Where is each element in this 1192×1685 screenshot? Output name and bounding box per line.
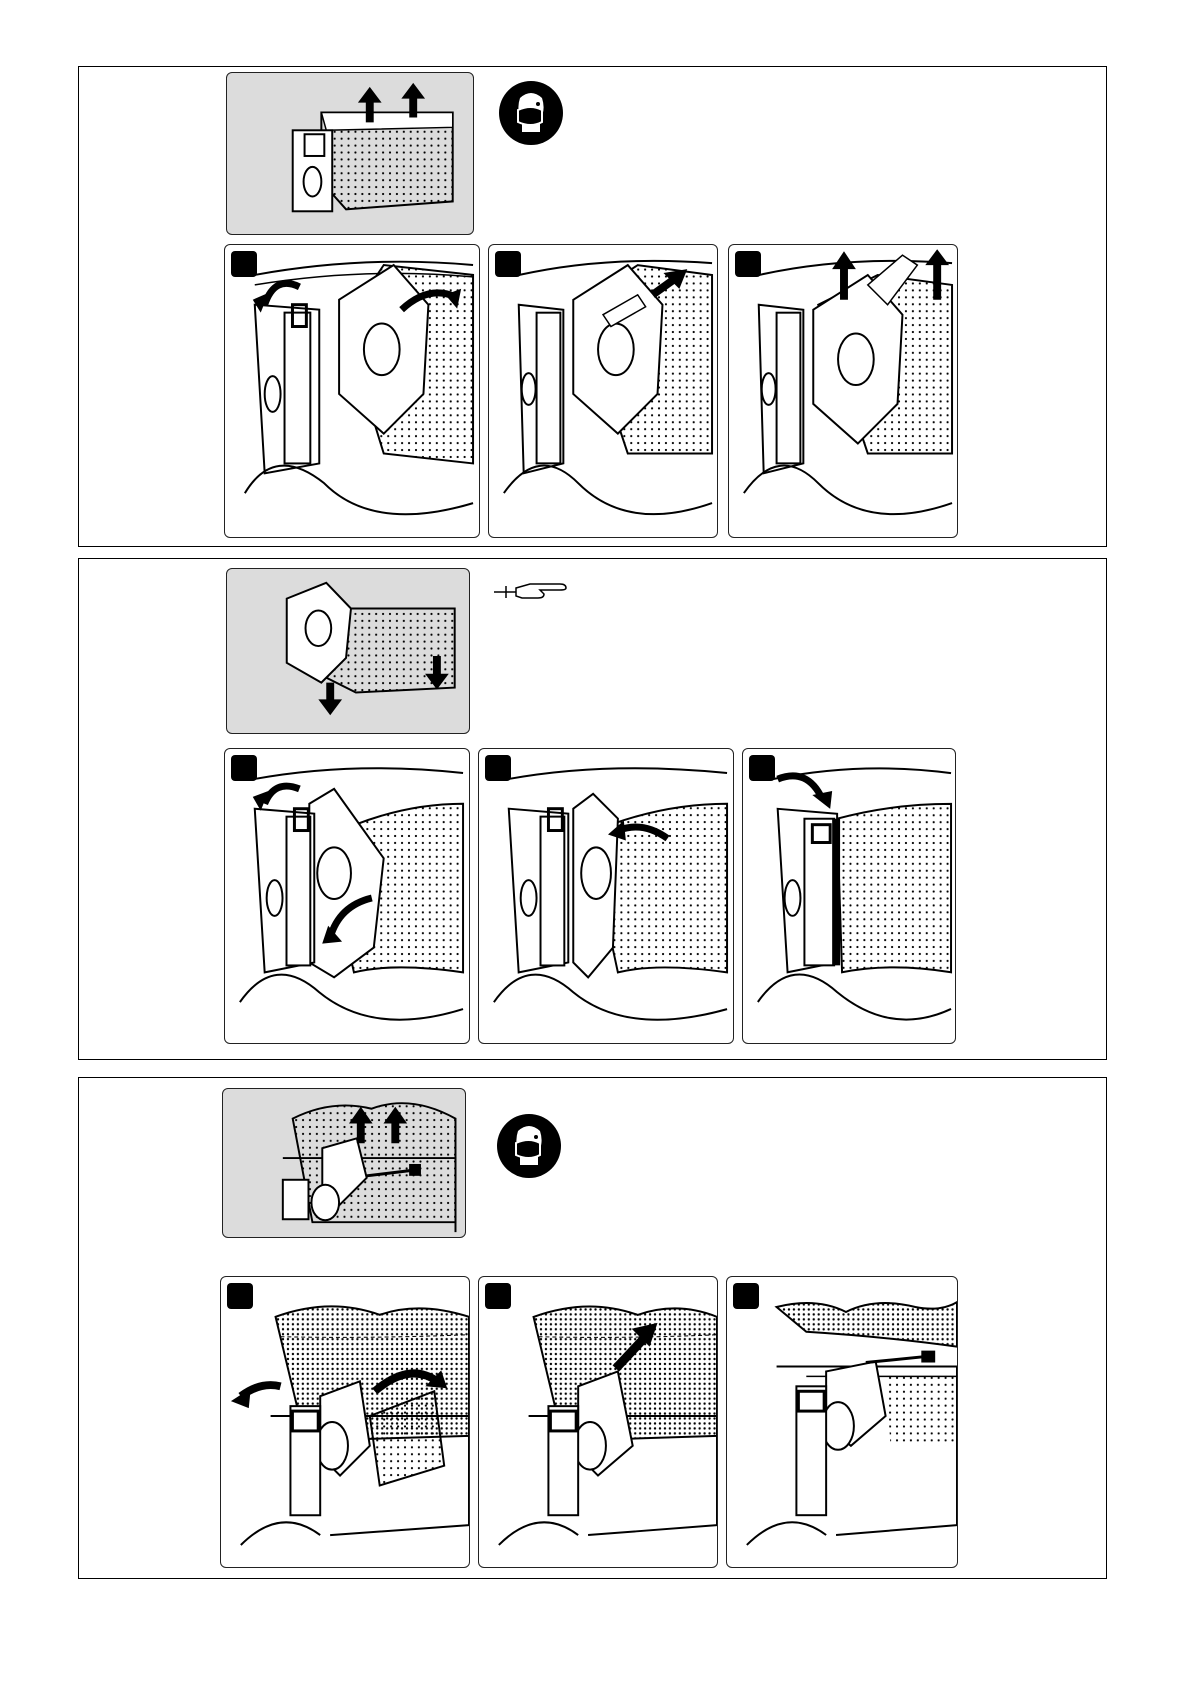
step-illustration-3-2 xyxy=(478,1276,718,1568)
step-illustration-3-3 xyxy=(726,1276,958,1568)
overview-illustration-remove-bag xyxy=(226,72,474,235)
step-illustration-3-1 xyxy=(220,1276,470,1568)
respirator-mask-icon xyxy=(496,1113,562,1179)
step-illustration-1-2 xyxy=(488,244,718,538)
pointing-hand-icon xyxy=(494,578,568,602)
respirator-mask-icon xyxy=(498,80,564,146)
step-illustration-2-1 xyxy=(224,748,470,1044)
overview-illustration-remove-fleece-bag xyxy=(222,1088,466,1238)
step-illustration-1-1 xyxy=(224,244,480,538)
step-illustration-2-3 xyxy=(742,748,956,1044)
overview-illustration-insert-bag xyxy=(226,568,470,734)
step-illustration-1-3 xyxy=(728,244,958,538)
step-illustration-2-2 xyxy=(478,748,734,1044)
